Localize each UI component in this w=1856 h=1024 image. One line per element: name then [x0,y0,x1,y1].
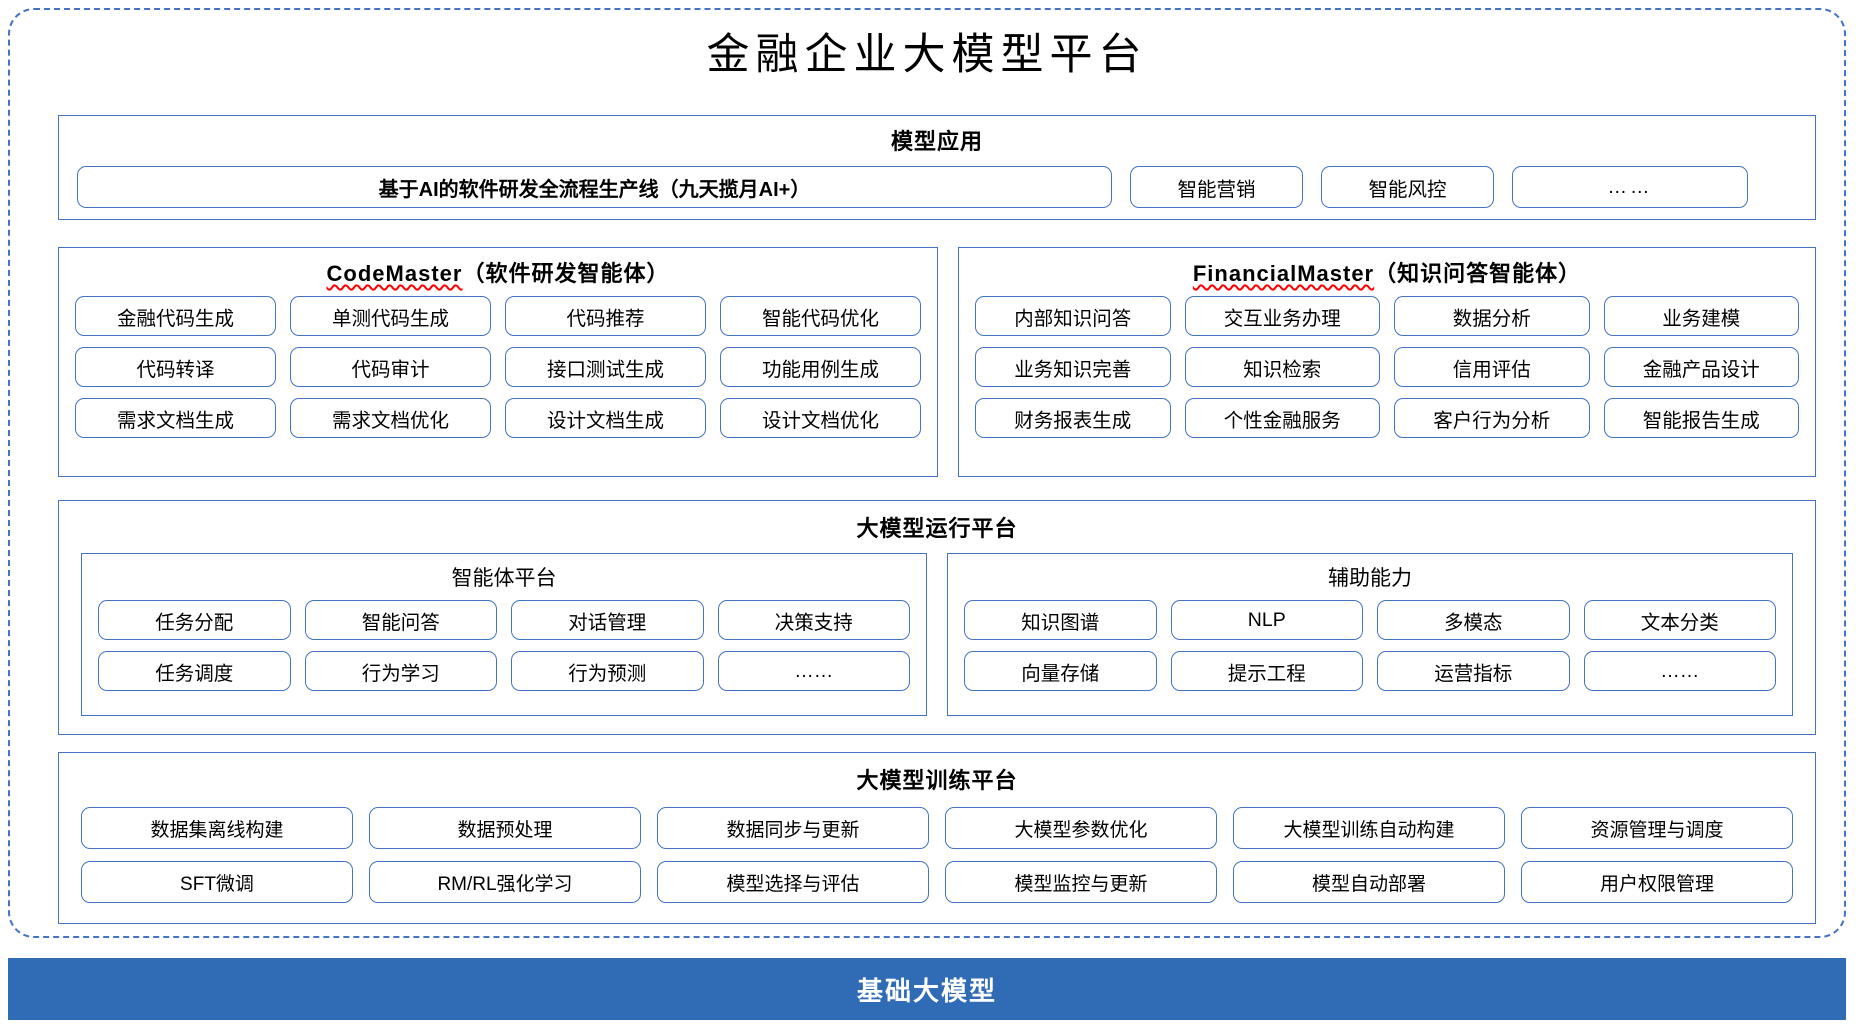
diagram-frame: 金融企业大模型平台 模型应用 基于AI的软件研发全流程生产线（九天揽月AI+） … [8,8,1846,938]
chip-agent-more[interactable]: …… [717,651,910,691]
chip-model-select-eval[interactable]: 模型选择与评估 [657,861,929,903]
runtime-subpanel-row: 智能体平台 任务分配 智能问答 对话管理 决策支持 任务调度 行为学习 行为预测… [59,543,1815,730]
chip-code-recommend[interactable]: 代码推荐 [505,296,706,336]
layer-model-applications: 模型应用 基于AI的软件研发全流程生产线（九天揽月AI+） 智能营销 智能风控 … [58,115,1816,220]
app-chip-ai-pipeline[interactable]: 基于AI的软件研发全流程生产线（九天揽月AI+） [77,166,1112,208]
chip-api-test-gen[interactable]: 接口测试生成 [505,347,706,387]
chip-unit-test-gen[interactable]: 单测代码生成 [290,296,491,336]
chip-model-param-optimize[interactable]: 大模型参数优化 [945,807,1217,849]
panel-codemaster: CodeMaster（软件研发智能体） 金融代码生成 单测代码生成 代码推荐 智… [58,247,938,477]
layer-runtime-platform: 大模型运行平台 智能体平台 任务分配 智能问答 对话管理 决策支持 任务调度 行… [58,500,1816,735]
chip-knowledge-graph[interactable]: 知识图谱 [964,600,1157,640]
chip-personal-fin-svc[interactable]: 个性金融服务 [1184,398,1380,438]
chip-dataset-offline-build[interactable]: 数据集离线构建 [81,807,353,849]
codemaster-name-suffix: （软件研发智能体） [462,261,670,286]
chip-code-fin-gen[interactable]: 金融代码生成 [75,296,276,336]
chip-customer-behavior[interactable]: 客户行为分析 [1394,398,1590,438]
chip-vector-store[interactable]: 向量存储 [964,651,1157,691]
chip-internal-qa[interactable]: 内部知识问答 [975,296,1171,336]
codemaster-name: CodeMaster [326,261,463,286]
chip-smart-qa[interactable]: 智能问答 [304,600,497,640]
chip-ops-metrics[interactable]: 运营指标 [1377,651,1570,691]
subpanel-title-auxiliary-capability: 辅助能力 [1328,567,1412,590]
app-chip-smart-marketing[interactable]: 智能营销 [1130,166,1303,208]
chip-credit-assessment[interactable]: 信用评估 [1394,347,1590,387]
chip-financial-report[interactable]: 财务报表生成 [975,398,1171,438]
chip-behavior-learning[interactable]: 行为学习 [304,651,497,691]
chip-smart-report-gen[interactable]: 智能报告生成 [1603,398,1799,438]
subpanel-auxiliary-capability: 辅助能力 知识图谱 NLP 多模态 文本分类 向量存储 提示工程 运营指标 …… [947,553,1793,716]
chip-model-monitor-update[interactable]: 模型监控与更新 [945,861,1217,903]
chip-req-doc-optimize[interactable]: 需求文档优化 [290,398,491,438]
chip-code-optimize[interactable]: 智能代码优化 [720,296,921,336]
chip-fin-product-design[interactable]: 金融产品设计 [1603,347,1799,387]
layer-training-platform: 大模型训练平台 数据集离线构建 数据预处理 数据同步与更新 大模型参数优化 大模… [58,752,1816,924]
chip-data-sync-update[interactable]: 数据同步与更新 [657,807,929,849]
chip-nlp[interactable]: NLP [1170,600,1363,640]
chip-model-auto-deploy[interactable]: 模型自动部署 [1233,861,1505,903]
chip-feature-case-gen[interactable]: 功能用例生成 [720,347,921,387]
panel-financialmaster: FinancialMaster（知识问答智能体） 内部知识问答 交互业务办理 数… [958,247,1816,477]
app-chip-more[interactable]: …… [1512,166,1748,208]
chip-task-scheduling[interactable]: 任务调度 [98,651,291,691]
layer-title-training-platform: 大模型训练平台 [856,768,1018,793]
chip-dialog-mgmt[interactable]: 对话管理 [511,600,704,640]
subpanel-agent-platform: 智能体平台 任务分配 智能问答 对话管理 决策支持 任务调度 行为学习 行为预测… [81,553,927,716]
chip-code-translate[interactable]: 代码转译 [75,347,276,387]
chip-decision-support[interactable]: 决策支持 [717,600,910,640]
application-chip-row: 基于AI的软件研发全流程生产线（九天揽月AI+） 智能营销 智能风控 …… [59,166,1815,208]
chip-prompt-eng[interactable]: 提示工程 [1170,651,1363,691]
chip-task-allocation[interactable]: 任务分配 [98,600,291,640]
app-chip-smart-risk-control[interactable]: 智能风控 [1321,166,1494,208]
agent-platform-grid: 任务分配 智能问答 对话管理 决策支持 任务调度 行为学习 行为预测 …… [82,592,926,703]
codemaster-capability-grid: 金融代码生成 单测代码生成 代码推荐 智能代码优化 代码转译 代码审计 接口测试… [59,288,937,450]
chip-data-analysis[interactable]: 数据分析 [1394,296,1590,336]
financialmaster-capability-grid: 内部知识问答 交互业务办理 数据分析 业务建模 业务知识完善 知识检索 信用评估… [959,288,1815,450]
chip-req-doc-gen[interactable]: 需求文档生成 [75,398,276,438]
chip-behavior-predict[interactable]: 行为预测 [511,651,704,691]
panel-title-financialmaster: FinancialMaster（知识问答智能体） [959,256,1815,288]
page-title: 金融企业大模型平台 [706,30,1148,80]
chip-knowledge-retrieval[interactable]: 知识检索 [1184,347,1380,387]
layer-title-model-applications: 模型应用 [890,129,983,154]
subpanel-title-agent-platform: 智能体平台 [451,567,557,590]
chip-design-doc-gen[interactable]: 设计文档生成 [505,398,706,438]
auxiliary-capability-grid: 知识图谱 NLP 多模态 文本分类 向量存储 提示工程 运营指标 …… [948,592,1792,703]
chip-interactive-biz[interactable]: 交互业务办理 [1184,296,1380,336]
chip-data-preprocess[interactable]: 数据预处理 [369,807,641,849]
chip-aux-more[interactable]: …… [1583,651,1776,691]
chip-biz-knowledge[interactable]: 业务知识完善 [975,347,1171,387]
chip-multimodal[interactable]: 多模态 [1377,600,1570,640]
chip-rm-rl[interactable]: RM/RL强化学习 [369,861,641,903]
chip-code-audit[interactable]: 代码审计 [290,347,491,387]
layer-agents: CodeMaster（软件研发智能体） 金融代码生成 单测代码生成 代码推荐 智… [58,247,1816,477]
chip-resource-mgmt[interactable]: 资源管理与调度 [1521,807,1793,849]
chip-business-modeling[interactable]: 业务建模 [1603,296,1799,336]
training-capability-grid: 数据集离线构建 数据预处理 数据同步与更新 大模型参数优化 大模型训练自动构建 … [59,795,1815,917]
chip-user-permission[interactable]: 用户权限管理 [1521,861,1793,903]
footer-foundation-model: 基础大模型 [8,958,1846,1020]
footer-label: 基础大模型 [856,975,997,1006]
chip-text-classify[interactable]: 文本分类 [1583,600,1776,640]
financialmaster-name: FinancialMaster [1192,261,1375,286]
chip-sft-finetune[interactable]: SFT微调 [81,861,353,903]
chip-design-doc-opt[interactable]: 设计文档优化 [720,398,921,438]
panel-title-codemaster: CodeMaster（软件研发智能体） [59,256,937,288]
chip-training-auto-build[interactable]: 大模型训练自动构建 [1233,807,1505,849]
layer-title-runtime-platform: 大模型运行平台 [856,516,1018,541]
financialmaster-name-suffix: （知识问答智能体） [1374,261,1582,286]
